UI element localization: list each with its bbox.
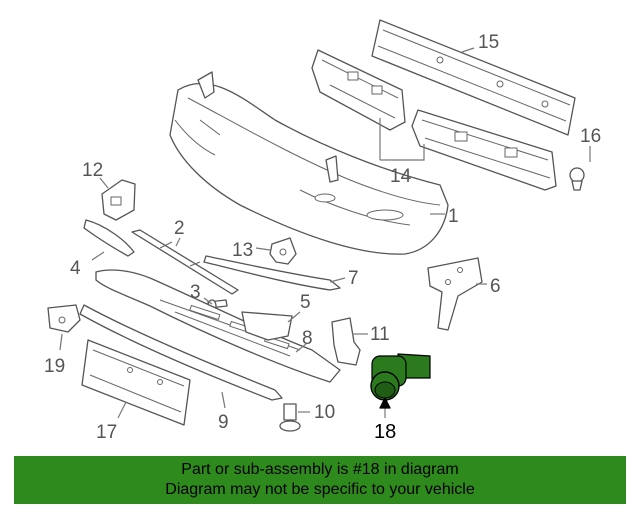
callout-7: 7 bbox=[348, 268, 359, 289]
callout-2: 2 bbox=[174, 218, 185, 239]
part-11-bracket[interactable] bbox=[331, 317, 361, 366]
leader-14 bbox=[379, 118, 425, 161]
part-5-trim[interactable] bbox=[241, 311, 293, 341]
part-12-bracket[interactable] bbox=[101, 179, 136, 221]
part-8-lower-shield[interactable] bbox=[95, 269, 341, 383]
callout-12: 12 bbox=[82, 160, 103, 181]
callout-14: 14 bbox=[390, 166, 412, 187]
part-19-bracket[interactable] bbox=[47, 304, 81, 333]
callout-13: 13 bbox=[232, 240, 253, 261]
leader-8 bbox=[295, 343, 307, 353]
callout-18: 18 bbox=[374, 421, 396, 443]
part-7-molding[interactable] bbox=[203, 255, 341, 291]
callout-16: 16 bbox=[580, 126, 601, 147]
callout-5: 5 bbox=[300, 292, 311, 313]
part-14-absorber-left[interactable] bbox=[311, 49, 406, 131]
part-2-reinforcement[interactable] bbox=[131, 229, 239, 295]
leader-13 bbox=[255, 247, 271, 251]
part-6-side-bracket[interactable] bbox=[427, 257, 483, 331]
callout-8: 8 bbox=[302, 328, 313, 349]
parts-diagram: 1 2 3 4 5 6 7 8 9 10 11 12 13 14 15 16 1… bbox=[44, 19, 601, 443]
leader-2 bbox=[175, 237, 181, 247]
part-15-impact-bar[interactable] bbox=[371, 19, 576, 136]
callout-17: 17 bbox=[96, 422, 117, 443]
part-9-splitter[interactable] bbox=[79, 304, 283, 401]
part-16-clip[interactable] bbox=[569, 167, 585, 191]
part-4-side-trim[interactable] bbox=[83, 219, 135, 257]
leader-19 bbox=[59, 333, 63, 351]
callout-10: 10 bbox=[314, 402, 335, 423]
callout-6: 6 bbox=[490, 276, 501, 297]
leader-4 bbox=[91, 251, 105, 261]
callout-4: 4 bbox=[70, 258, 81, 279]
part-17-plate-bracket[interactable] bbox=[81, 339, 191, 426]
leader-9 bbox=[221, 391, 226, 409]
leader-5 bbox=[287, 311, 301, 323]
leader-lines bbox=[59, 47, 591, 419]
callout-19: 19 bbox=[44, 356, 65, 377]
leader-17 bbox=[117, 401, 127, 419]
part-10-bolt[interactable] bbox=[279, 403, 301, 432]
fitment-note-banner: Part or sub-assembly is #18 in diagram D… bbox=[14, 456, 626, 504]
callout-9: 9 bbox=[218, 412, 229, 433]
leader-12 bbox=[99, 177, 109, 189]
part-1-bumper-cover[interactable] bbox=[169, 71, 449, 255]
callout-labels: 1 2 3 4 5 6 7 8 9 10 11 12 13 14 15 16 1… bbox=[44, 32, 601, 443]
callout-11: 11 bbox=[370, 324, 390, 345]
fitment-note-line-2: Diagram may not be specific to your vehi… bbox=[165, 481, 475, 498]
callout-3: 3 bbox=[190, 282, 201, 303]
part-13-bracket[interactable] bbox=[269, 237, 297, 265]
part-14-absorber-right[interactable] bbox=[411, 109, 557, 191]
callout-1: 1 bbox=[448, 206, 459, 227]
callout-15: 15 bbox=[478, 32, 499, 53]
leader-3 bbox=[203, 297, 213, 305]
fitment-note-line-1: Part or sub-assembly is #18 in diagram bbox=[181, 461, 459, 478]
leader-7 bbox=[329, 277, 346, 283]
part-18-parking-sensor[interactable] bbox=[370, 353, 431, 401]
leader-15 bbox=[461, 47, 475, 53]
